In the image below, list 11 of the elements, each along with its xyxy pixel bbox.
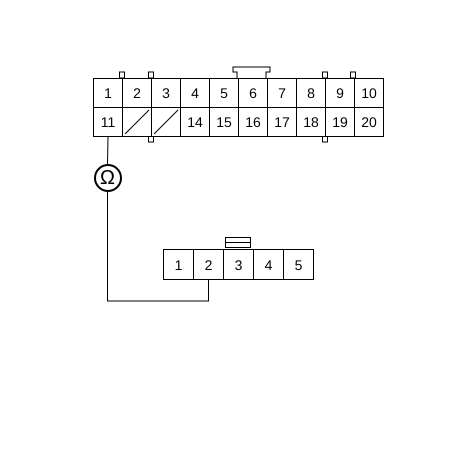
terminal-cavity: 2 <box>193 249 224 280</box>
terminal-cavity: 5 <box>283 249 314 280</box>
terminal-cavity: 10 <box>354 78 384 108</box>
wire <box>107 136 108 164</box>
terminal-cavity: 4 <box>253 249 284 280</box>
terminal-cavity: 11 <box>93 107 123 137</box>
wire <box>107 192 209 302</box>
terminal-cavity: 1 <box>163 249 194 280</box>
ohmmeter-symbol: Ω <box>94 164 122 192</box>
terminal-cavity: 20 <box>354 107 384 137</box>
terminal-cavity: 1 <box>93 78 123 108</box>
